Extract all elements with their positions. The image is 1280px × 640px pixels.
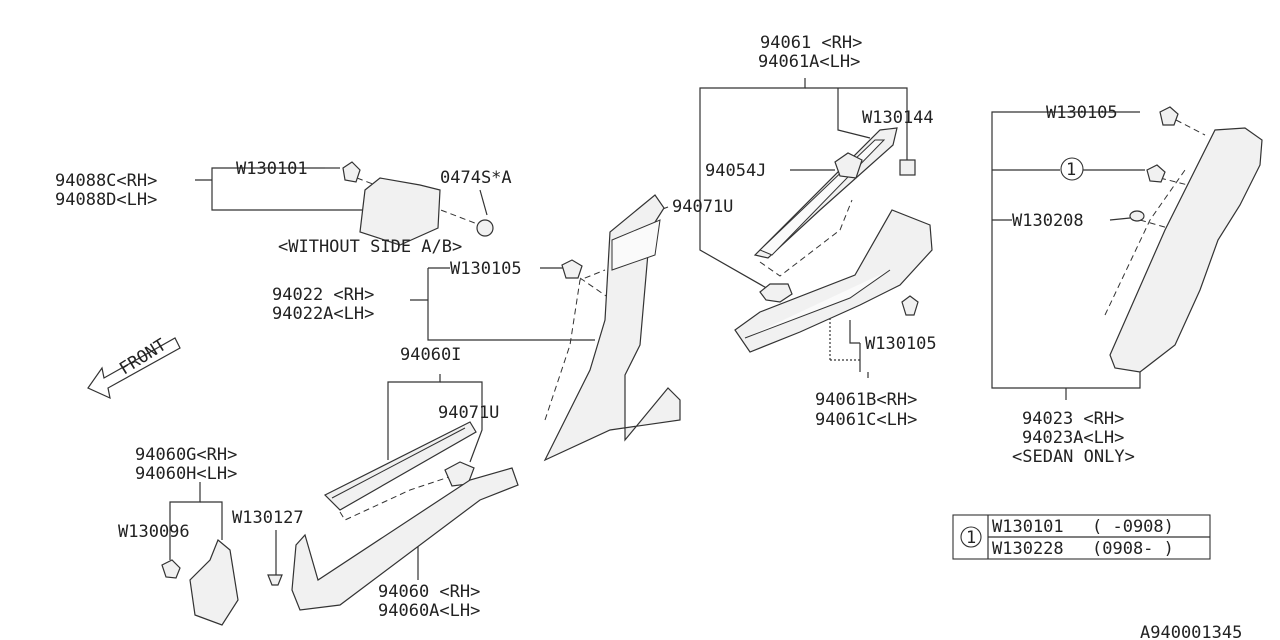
part-outlines [87, 106, 1263, 626]
label-w130101-top: W130101 [236, 159, 308, 179]
label-94061b: 94061B<RH> [815, 390, 917, 410]
legend-table: 1 W130101 ( -0908) W130228 (0908- ) [952, 514, 1211, 560]
label-94060i: 94060I [400, 345, 461, 365]
part-labels: 94061 <RH> 94061A<LH> W130144 94054J 940… [55, 33, 1242, 640]
callout-circle [1060, 157, 1084, 181]
label-sedan-only: <SEDAN ONLY> [1012, 447, 1135, 467]
leader-lines [169, 78, 1206, 580]
label-94060h: 94060H<LH> [135, 464, 237, 484]
legend-row-part: W130228 [992, 539, 1064, 559]
label-94022: 94022 <RH> [272, 285, 374, 305]
legend-marker-circle [960, 526, 982, 548]
label-94023: 94023 <RH> [1022, 409, 1124, 429]
label-w130105-far: W130105 [1046, 103, 1118, 123]
label-94061a: 94061A<LH> [758, 52, 860, 72]
legend-row-range: (0908- ) [1092, 539, 1174, 559]
label-w130096: W130096 [118, 522, 190, 542]
label-94088d: 94088D<LH> [55, 190, 157, 210]
label-94061: 94061 <RH> [760, 33, 862, 53]
document-id: A940001345 [1140, 623, 1242, 640]
label-w130127: W130127 [232, 508, 304, 528]
label-w130144: W130144 [862, 108, 934, 128]
label-94060: 94060 <RH> [378, 582, 480, 602]
legend-row-range: ( -0908) [1092, 517, 1174, 537]
label-94023a: 94023A<LH> [1022, 428, 1124, 448]
legend-row-part: W130101 [992, 517, 1064, 537]
front-arrow-label: FRONT [116, 335, 170, 379]
label-94061c: 94061C<LH> [815, 410, 917, 430]
label-94060g: 94060G<RH> [135, 445, 237, 465]
label-w130105-right: W130105 [865, 334, 937, 354]
label-w130105-mid: W130105 [450, 259, 522, 279]
label-0474s: 0474S*A [440, 168, 512, 188]
label-94022a: 94022A<LH> [272, 304, 374, 324]
label-without-side: <WITHOUT SIDE A/B> [278, 237, 462, 257]
legend-marker-number: 1 [966, 528, 976, 548]
callout-circle-number: 1 [1066, 160, 1076, 180]
label-94060a: 94060A<LH> [378, 601, 480, 621]
label-94071u-top: 94071U [672, 197, 733, 217]
label-94054j: 94054J [705, 161, 766, 181]
label-w130208: W130208 [1012, 211, 1084, 231]
label-94071u-low: 94071U [438, 403, 499, 423]
label-94088c: 94088C<RH> [55, 171, 157, 191]
